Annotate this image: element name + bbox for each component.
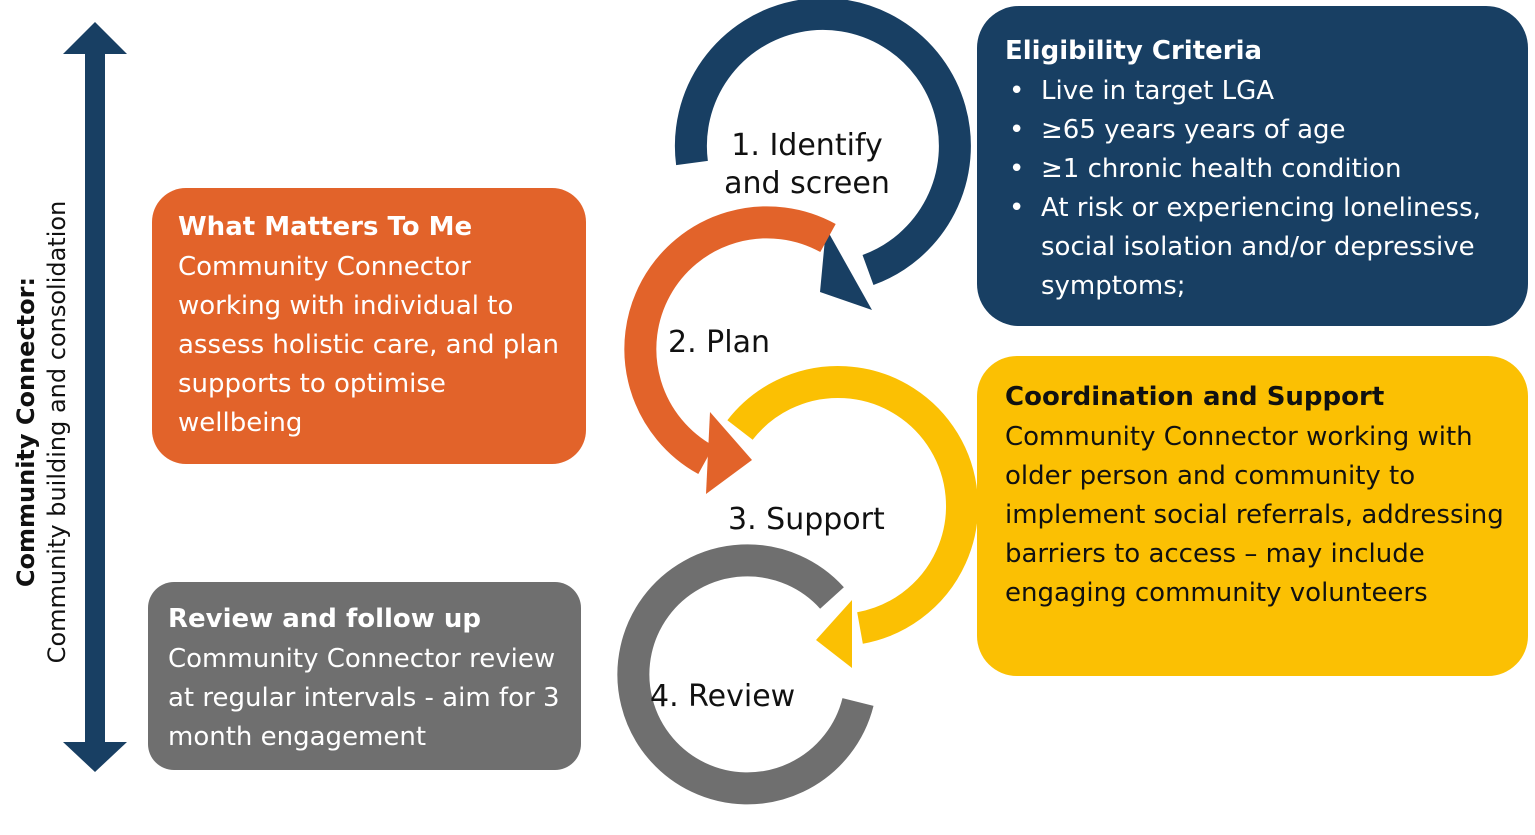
review-followup-title: Review and follow up	[168, 604, 481, 634]
eligibility-item: ≥65 years years of age	[1005, 111, 1508, 150]
what-matters-body: Community Connector working with individ…	[178, 252, 559, 438]
coordination-body: Community Connector working with older p…	[1005, 422, 1504, 608]
step-1-arc	[674, 0, 971, 310]
step-4-arc	[617, 544, 874, 805]
eligibility-list: Live in target LGA ≥65 years years of ag…	[1005, 72, 1508, 306]
what-matters-title: What Matters To Me	[178, 212, 473, 242]
step-3-label: 3. Support	[728, 502, 885, 537]
review-followup-body: Community Connector review at regular in…	[168, 644, 560, 752]
step-2-arc	[624, 206, 836, 494]
side-label: Community Connector: Community building …	[11, 172, 81, 692]
side-label-line1: Community Connector:	[12, 276, 40, 588]
step-4-label: 4. Review	[650, 679, 796, 714]
what-matters-box: What Matters To Me Community Connector w…	[152, 188, 586, 464]
step-2-label: 2. Plan	[668, 325, 770, 360]
step-1-label: 1. Identify and screen	[724, 128, 890, 201]
step-3-arc	[727, 365, 978, 668]
side-label-line2: Community building and consolidation	[43, 200, 71, 664]
eligibility-item: At risk or experiencing loneliness, soci…	[1005, 189, 1508, 306]
eligibility-item: Live in target LGA	[1005, 72, 1508, 111]
coordination-box: Coordination and Support Community Conne…	[977, 356, 1528, 676]
eligibility-item: ≥1 chronic health condition	[1005, 150, 1508, 189]
vertical-double-arrow	[63, 22, 127, 772]
review-followup-box: Review and follow up Community Connector…	[148, 582, 581, 770]
coordination-title: Coordination and Support	[1005, 382, 1385, 412]
eligibility-box: Eligibility Criteria Live in target LGA …	[977, 6, 1528, 326]
eligibility-title: Eligibility Criteria	[1005, 36, 1263, 66]
